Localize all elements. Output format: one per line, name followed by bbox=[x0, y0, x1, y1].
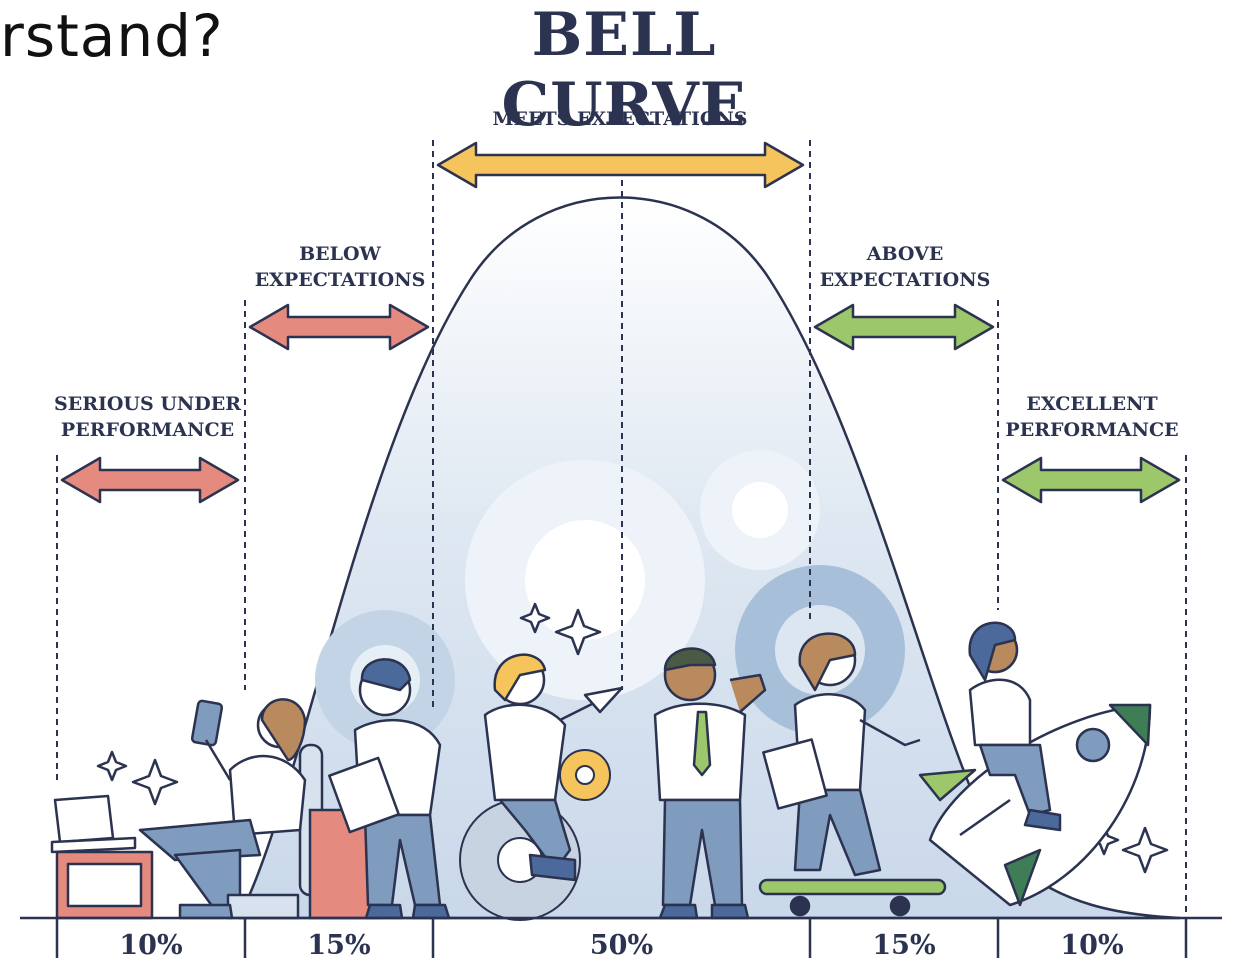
label-above: ABOVE EXPECTATIONS bbox=[805, 241, 1005, 293]
person-tie bbox=[653, 647, 767, 920]
label-line: ABOVE bbox=[866, 243, 944, 265]
label-line: EXPECTATIONS bbox=[254, 269, 426, 291]
skateboard-icon bbox=[758, 878, 947, 917]
percent-meets: 50% bbox=[589, 930, 654, 961]
arrow-serious-under bbox=[60, 456, 240, 504]
arrow-meets bbox=[436, 141, 805, 189]
sparkle-icon bbox=[96, 602, 1169, 874]
label-below: BELOW EXPECTATIONS bbox=[240, 241, 440, 293]
percent-below: 15% bbox=[307, 930, 371, 961]
percent-above: 15% bbox=[872, 930, 936, 961]
percent-excellent: 10% bbox=[1060, 930, 1124, 961]
percent-serious-under: 10% bbox=[119, 930, 183, 961]
person-paper-plane bbox=[483, 653, 624, 882]
cropped-heading-text: rstand? bbox=[0, 2, 224, 70]
baseline-axis bbox=[20, 916, 1222, 958]
label-line: EXCELLENT bbox=[1026, 393, 1158, 415]
arrow-below bbox=[248, 303, 430, 351]
arrow-excellent bbox=[1001, 456, 1181, 504]
label-excellent: EXCELLENT PERFORMANCE bbox=[993, 391, 1191, 443]
label-line: BELOW bbox=[299, 243, 381, 265]
gear-icon bbox=[525, 482, 788, 640]
person-rocket bbox=[968, 621, 1062, 832]
arrow-above bbox=[813, 303, 995, 351]
label-line: PERFORMANCE bbox=[60, 419, 235, 441]
label-meets: MEETS EXPECTATIONS bbox=[470, 106, 770, 132]
segment-dividers bbox=[56, 140, 1187, 918]
person-clipboard bbox=[328, 658, 451, 920]
label-line: EXPECTATIONS bbox=[819, 269, 991, 291]
person-skateboard bbox=[758, 632, 947, 917]
diagram-title: BELL CURVE bbox=[501, 0, 747, 140]
label-line: MEETS EXPECTATIONS bbox=[492, 108, 748, 130]
laptop-icon bbox=[50, 794, 154, 920]
label-serious-under: SERIOUS UNDER PERFORMANCE bbox=[45, 391, 250, 443]
label-line: PERFORMANCE bbox=[1005, 419, 1179, 441]
label-line: SERIOUS UNDER bbox=[53, 393, 242, 415]
